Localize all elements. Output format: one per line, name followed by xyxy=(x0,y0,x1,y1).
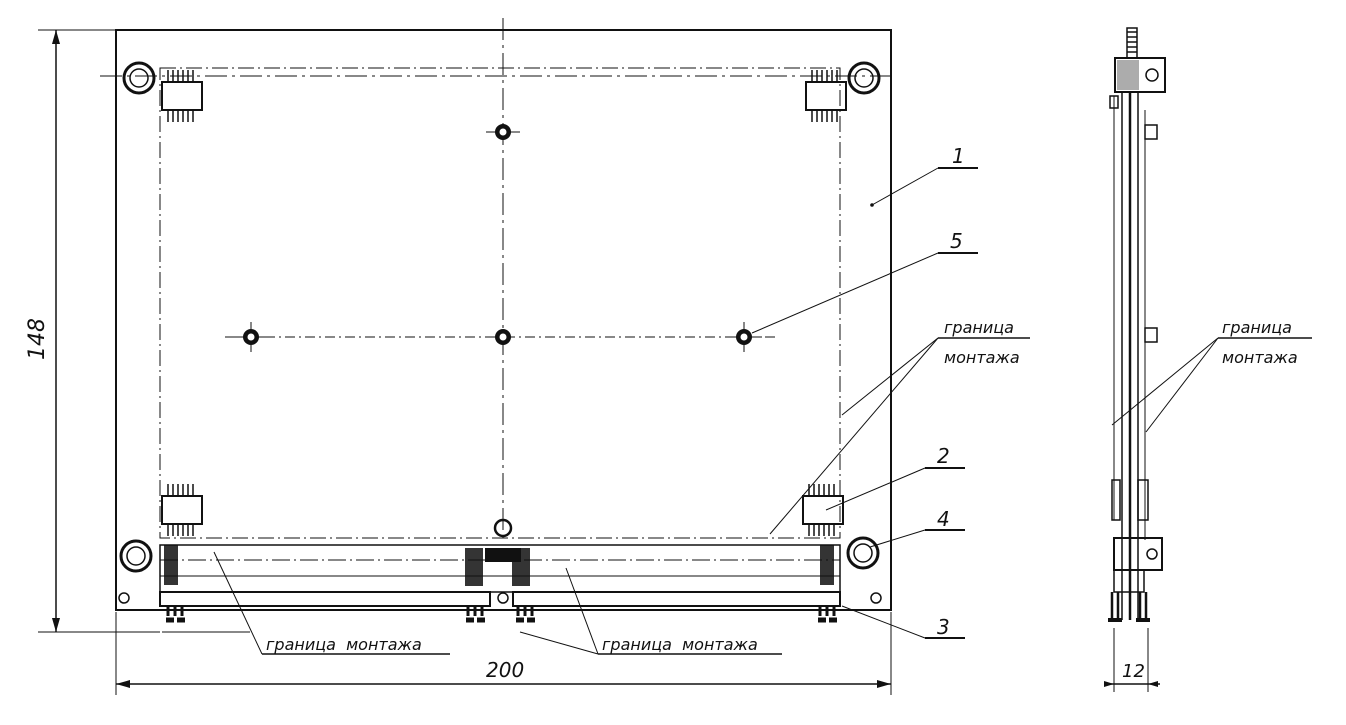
rivet-top-center xyxy=(486,124,520,140)
label-boundary-bottom-left: граница монтажа xyxy=(266,635,422,654)
label-part-5: 5 xyxy=(950,229,963,253)
label-boundary-bottom-right: граница монтажа xyxy=(602,635,758,654)
small-hole-bottom-left xyxy=(118,592,130,604)
label-boundary-right-1: граница xyxy=(944,318,1014,337)
small-hole-bottom-right xyxy=(870,592,882,604)
corner-hole-top-right xyxy=(847,61,881,95)
chip-top-left xyxy=(161,70,203,122)
rivet-mid-center xyxy=(495,329,511,345)
chip-bottom-right xyxy=(802,484,844,536)
mounting-boundary-rect xyxy=(159,67,841,539)
rivet-mid-right xyxy=(726,322,762,352)
front-view: 148 200 1 5 2 xyxy=(25,18,1030,695)
leader-part-1: 1 xyxy=(870,144,978,207)
label-boundary-side-1: граница xyxy=(1222,318,1292,337)
side-threaded-stud xyxy=(1126,27,1138,59)
dimension-width: 200 xyxy=(115,612,892,695)
label-boundary-right-2: монтажа xyxy=(944,348,1020,367)
chip-top-right xyxy=(805,70,847,122)
corner-hole-bottom-right xyxy=(846,536,880,570)
corner-hole-top-left xyxy=(122,61,156,95)
leader-boundary-bottom-right: граница монтажа xyxy=(519,567,782,655)
connector-rail xyxy=(159,518,841,623)
leader-part-4: 4 xyxy=(869,507,965,548)
leader-part-3: 3 xyxy=(841,605,965,639)
label-part-4: 4 xyxy=(937,507,950,531)
leader-part-2: 2 xyxy=(825,444,965,511)
label-part-1: 1 xyxy=(952,144,965,168)
leader-boundary-bottom-left: граница монтажа xyxy=(162,551,450,655)
dim-thickness-text: 12 xyxy=(1122,661,1145,682)
dimension-thickness: 12 xyxy=(1104,628,1160,692)
dim-width-text: 200 xyxy=(486,658,524,682)
label-part-2: 2 xyxy=(937,444,950,468)
label-part-3: 3 xyxy=(937,615,950,639)
leader-boundary-side: граница монтажа xyxy=(1111,318,1312,433)
dim-height-text: 148 xyxy=(25,318,50,360)
rivet-mid-left xyxy=(233,322,270,352)
leader-part-5: 5 xyxy=(751,229,978,334)
side-top-block xyxy=(1114,57,1166,93)
dimension-height: 148 xyxy=(25,29,160,633)
label-boundary-side-2: монтажа xyxy=(1222,348,1298,367)
corner-hole-bottom-left xyxy=(119,539,153,573)
side-view: 12 граница монтажа xyxy=(1104,27,1312,692)
chip-bottom-left xyxy=(161,484,203,536)
small-hole-bottom-center xyxy=(497,592,509,604)
leader-boundary-right: граница монтажа xyxy=(769,318,1030,535)
